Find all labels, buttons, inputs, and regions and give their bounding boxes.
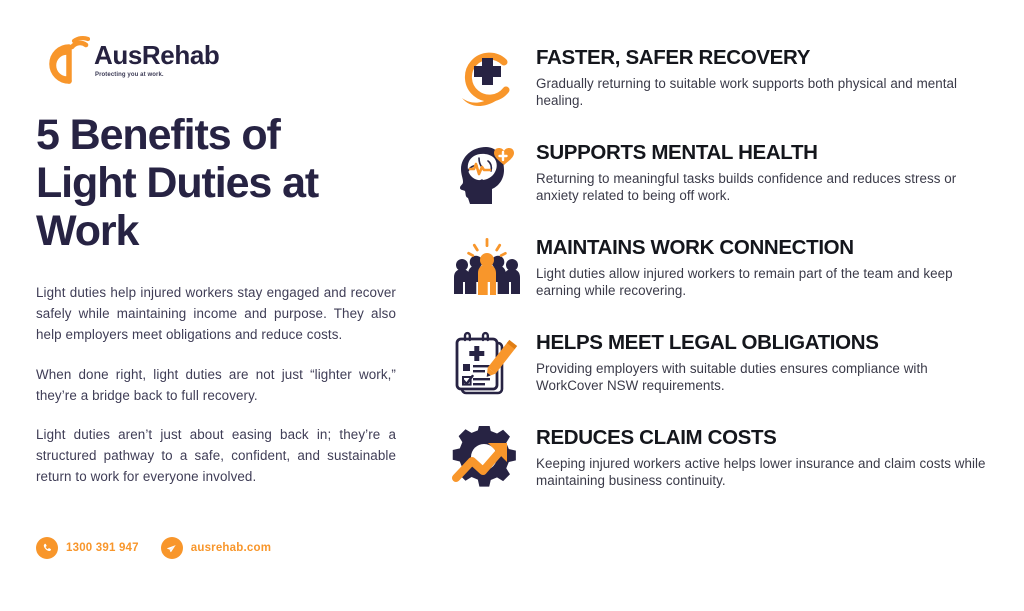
page-title: 5 Benefits of Light Duties at Work xyxy=(36,111,319,256)
benefit-title: FASTER, SAFER RECOVERY xyxy=(536,46,811,69)
website-label: ausrehab.com xyxy=(190,542,272,554)
benefit-title: REDUCES CLAIM COSTS xyxy=(536,426,777,449)
contact-phone[interactable]: 1300 391 947 xyxy=(36,537,139,559)
intro-paragraph-3: Light duties aren’t just about easing ba… xyxy=(36,427,396,484)
team-group-people-icon xyxy=(452,236,522,302)
benefit-body: SUPPORTS MENTAL HEALTH Returning to mean… xyxy=(536,139,994,205)
left-column: AusRehab Protecting you at work. 5 Benef… xyxy=(0,0,430,611)
brand-name: AusRehab xyxy=(94,40,220,70)
clipboard-checklist-pencil-icon xyxy=(452,331,522,397)
benefit-description: Providing employers with suitable duties… xyxy=(536,360,928,394)
benefit-title: HELPS MEET LEGAL OBLIGATIONS xyxy=(536,331,879,354)
benefit-description: Gradually returning to suitable work sup… xyxy=(536,75,958,109)
benefit-item: SUPPORTS MENTAL HEALTH Returning to mean… xyxy=(452,139,994,207)
benefit-body: REDUCES CLAIM COSTS Keeping injured work… xyxy=(536,424,994,490)
benefit-description: Keeping injured workers active helps low… xyxy=(536,455,986,489)
benefit-title: SUPPORTS MENTAL HEALTH xyxy=(536,141,818,164)
benefits-list: FASTER, SAFER RECOVERY Gradually returni… xyxy=(430,0,1024,611)
benefit-body: FASTER, SAFER RECOVERY Gradually returni… xyxy=(536,44,994,110)
intro-paragraph-1: Light duties help injured workers stay e… xyxy=(36,285,396,342)
benefit-item: HELPS MEET LEGAL OBLIGATIONS Providing e… xyxy=(452,329,994,397)
send-paper-plane-icon xyxy=(160,537,183,559)
gear-growth-arrow-icon xyxy=(452,423,522,492)
brand-text: AusRehab Protecting you at work. xyxy=(94,40,220,78)
benefit-title: MAINTAINS WORK CONNECTION xyxy=(536,236,854,259)
contact-bar: 1300 391 947 ausrehab.com xyxy=(36,537,271,559)
phone-icon xyxy=(36,537,58,559)
head-brain-heartbeat-icon xyxy=(452,141,522,207)
benefit-description: Light duties allow injured workers to re… xyxy=(536,265,953,299)
contact-website[interactable]: ausrehab.com xyxy=(160,537,272,559)
benefit-body: MAINTAINS WORK CONNECTION Light duties a… xyxy=(536,234,994,300)
benefit-body: HELPS MEET LEGAL OBLIGATIONS Providing e… xyxy=(536,329,994,395)
benefit-item: FASTER, SAFER RECOVERY Gradually returni… xyxy=(452,44,994,112)
phone-label: 1300 391 947 xyxy=(66,542,139,554)
benefit-item: REDUCES CLAIM COSTS Keeping injured work… xyxy=(452,423,994,492)
ausrehab-swirl-logo-icon xyxy=(36,35,91,85)
medical-cross-in-hand-icon xyxy=(452,46,522,112)
brand-logo: AusRehab Protecting you at work. xyxy=(36,34,430,86)
benefit-description: Returning to meaningful tasks builds con… xyxy=(536,170,957,204)
brand-tagline: Protecting you at work. xyxy=(95,72,164,78)
intro-paragraph-2: When done right, light duties are not ju… xyxy=(36,366,396,403)
benefit-item: MAINTAINS WORK CONNECTION Light duties a… xyxy=(452,234,994,302)
